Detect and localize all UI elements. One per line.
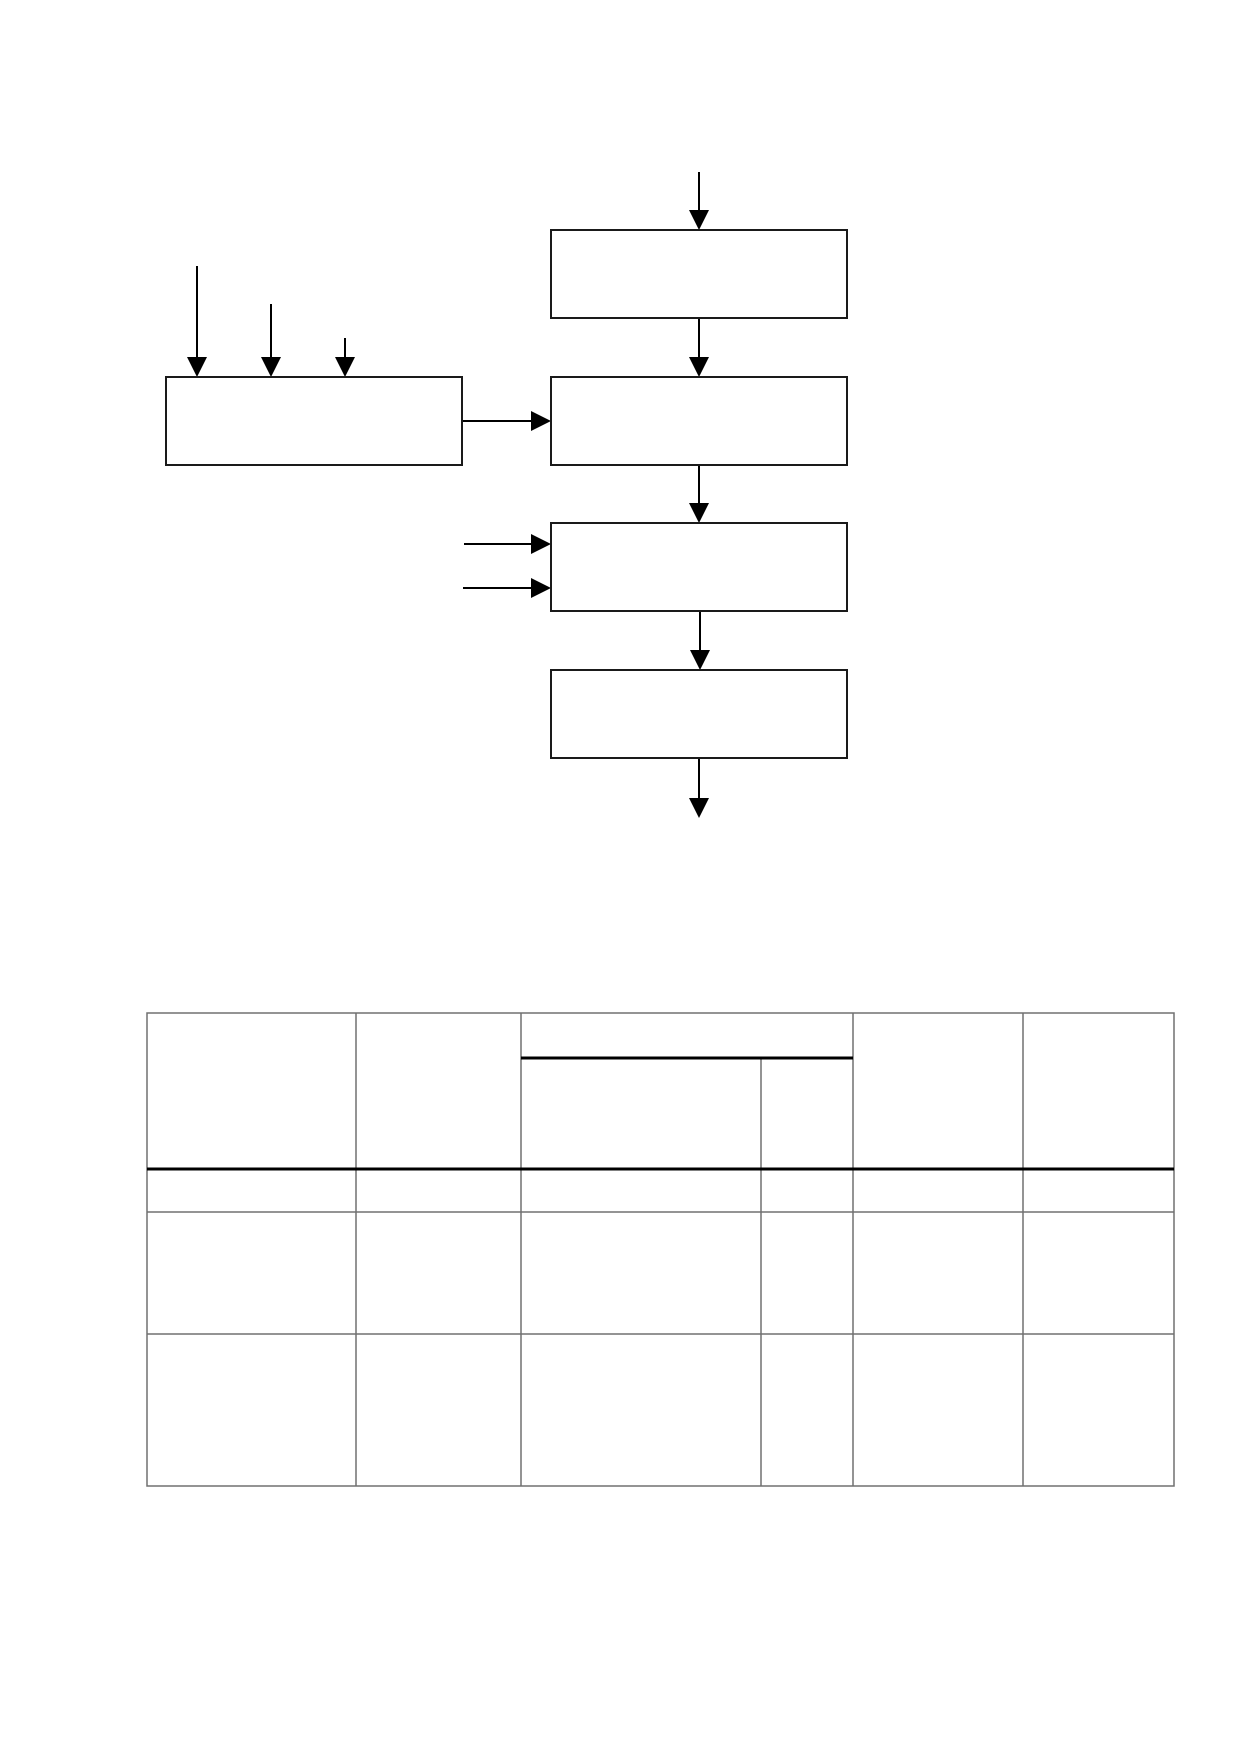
table-frame xyxy=(146,1012,1175,1487)
flow-node-box xyxy=(550,522,848,612)
flow-node-box-4 xyxy=(550,669,848,759)
flow-node-box-3 xyxy=(550,522,848,612)
flow-node-box xyxy=(550,229,848,319)
flow-node-box-1 xyxy=(550,229,848,319)
empty-table xyxy=(146,1012,1175,1487)
flow-node-box-side xyxy=(165,376,463,466)
flow-node-box xyxy=(550,669,848,759)
flow-edges xyxy=(187,172,710,818)
flow-nodes xyxy=(165,229,848,759)
flow-node-box-2 xyxy=(550,376,848,466)
flow-node-box xyxy=(550,376,848,466)
flow-node-box xyxy=(165,376,463,466)
